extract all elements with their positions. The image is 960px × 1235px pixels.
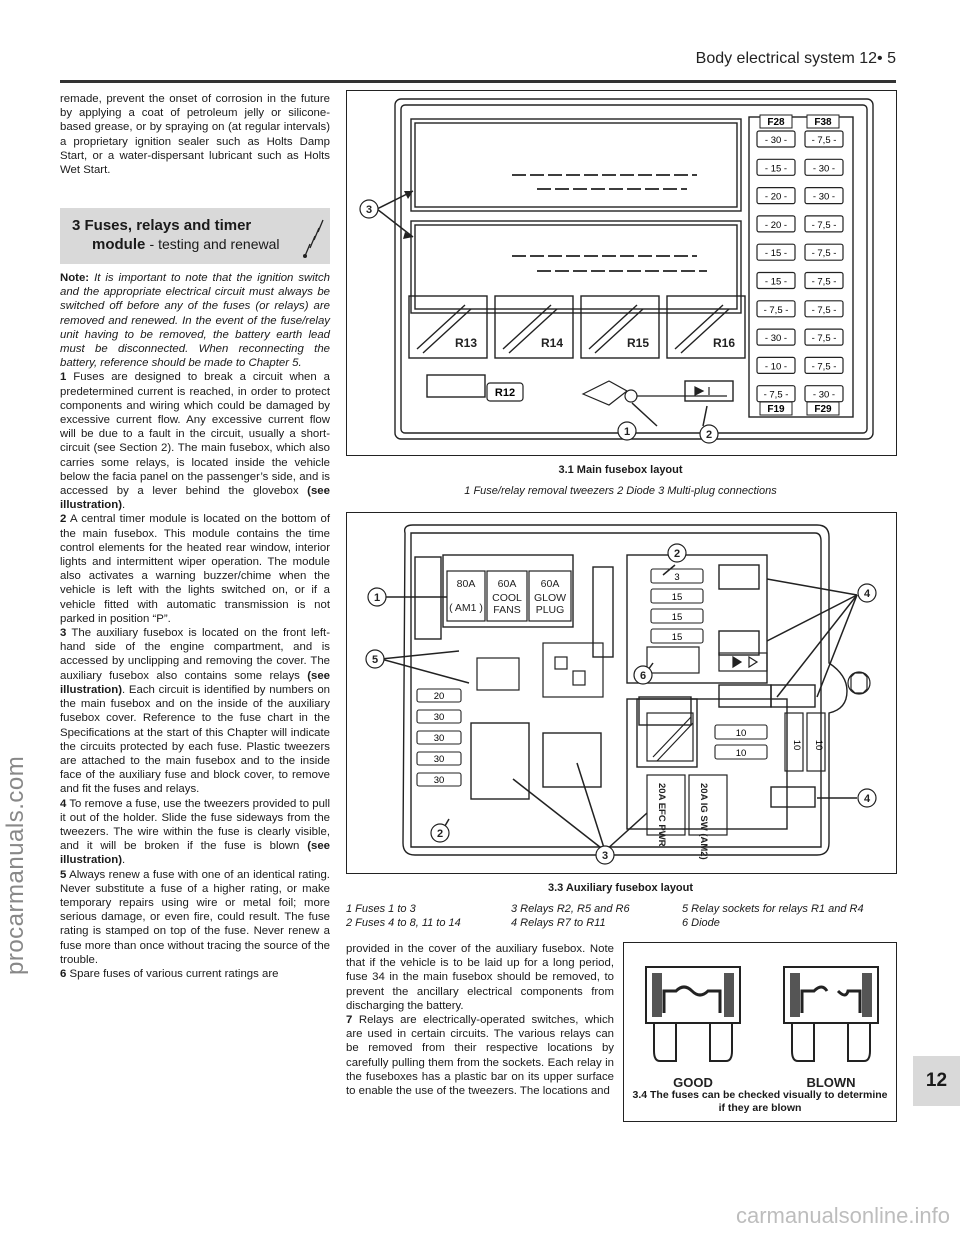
- figure-3-4-fuse-check: GOOD BLOWN 3.4 The fuses can be checked …: [623, 942, 897, 1122]
- maxi-fuse-am2: 20A IG SW (AM2): [698, 783, 709, 860]
- right-fuse-rating: - 7,5 -: [812, 361, 837, 372]
- relay-label-r16: R16: [713, 336, 735, 350]
- relay-label-r12: R12: [495, 387, 515, 399]
- left-fuse-rating: - 20 -: [765, 192, 787, 203]
- aux-small-fuse-rating: 10: [813, 740, 824, 751]
- good-label: GOOD: [673, 1075, 713, 1090]
- relay-label-r15: R15: [627, 336, 649, 350]
- aux-fuse-rating: 15: [672, 612, 683, 623]
- tag-f19: F19: [767, 404, 785, 415]
- left-column-body: Note: It is important to note that the i…: [60, 271, 330, 981]
- right-fuse-rating: - 7,5 -: [812, 220, 837, 231]
- aux-callout-2: 2: [674, 548, 680, 560]
- aux-small-fuse-rating: 10: [736, 748, 747, 759]
- aux-callout-4: 4: [864, 588, 871, 600]
- aux-fuse-rating: 30: [434, 733, 445, 744]
- aux-callout-1: 1: [374, 592, 380, 604]
- paragraph-6-cont: provided in the cover of the auxiliary f…: [346, 943, 614, 1012]
- aux-callout-3: 3: [602, 850, 608, 862]
- aux-fuse-rating: 20: [434, 691, 445, 702]
- aux-callout-5: 5: [372, 654, 378, 666]
- left-fuse-rating: - 30 -: [765, 333, 787, 344]
- right-fuse-rating: - 7,5 -: [812, 277, 837, 288]
- aux-small-fuse-rating: 10: [736, 728, 747, 739]
- left-fuse-rating: - 7,5 -: [764, 390, 789, 401]
- paragraph-2: 2 A central timer module is located on t…: [60, 513, 330, 625]
- aux-fuse-rating: 3: [674, 572, 679, 583]
- relay-label-r14: R14: [541, 336, 563, 350]
- left-fuse-rating: - 15 -: [765, 163, 787, 174]
- chapter-tab: 12: [913, 1056, 960, 1106]
- aux-fuse-rating: 15: [672, 632, 683, 643]
- figure-3-4-caption: 3.4 The fuses can be checked visually to…: [632, 1089, 888, 1114]
- auxiliary-fusebox-diagram: 80A ( AM1 ) 60A COOL FANS 60A GLOW PLUG …: [365, 524, 877, 865]
- left-fuse-rating: - 30 -: [765, 135, 787, 146]
- right-column-body: provided in the cover of the auxiliary f…: [346, 942, 614, 1098]
- left-fuse-rating: - 20 -: [765, 220, 787, 231]
- right-fuse-rating: - 30 -: [813, 192, 835, 203]
- aux-fuse-rating: 15: [672, 592, 683, 603]
- paragraph-3: 3 The auxiliary fusebox is located on th…: [60, 627, 330, 796]
- paragraph-1: 1 Fuses are designed to break a circuit …: [60, 371, 330, 512]
- big-fuse-1-amp: 80A: [457, 578, 476, 590]
- section-heading: 3 Fuses, relays and timer module - testi…: [60, 208, 330, 264]
- right-fuse-rating: - 7,5 -: [812, 248, 837, 259]
- tag-f28: F28: [767, 117, 785, 128]
- figure-3-1-legend: 1 Fuse/relay removal tweezers 2 Diode 3 …: [464, 485, 777, 497]
- big-fuse-1-name: ( AM1 ): [449, 602, 483, 614]
- left-column: remade, prevent the onset of corrosion i…: [60, 92, 330, 177]
- aux-fuse-rating: 30: [434, 775, 445, 786]
- right-fuse-rating: - 7,5 -: [812, 305, 837, 316]
- left-fuse-rating: - 10 -: [765, 361, 787, 372]
- callout-1: 1: [624, 426, 630, 438]
- relay-label-r13: R13: [455, 336, 477, 350]
- bottom-watermark: carmanualsonline.info: [735, 1203, 950, 1228]
- right-fuse-rating: - 30 -: [813, 390, 835, 401]
- aux-fuse-rating: 30: [434, 754, 445, 765]
- tag-f29: F29: [814, 404, 832, 415]
- big-fuse-3-name: GLOW: [534, 592, 566, 604]
- paragraph-7: 7 Relays are electrically-operated switc…: [346, 1014, 614, 1098]
- paragraph-6: 6 Spare fuses of various current ratings…: [60, 967, 279, 980]
- figure-3-3-auxiliary-fusebox: 80A ( AM1 ) 60A COOL FANS 60A GLOW PLUG …: [346, 512, 897, 874]
- section-title: 3 Fuses, relays and timer module - testi…: [72, 217, 280, 253]
- aux-callout-6: 6: [640, 670, 646, 682]
- intro-paragraph: remade, prevent the onset of corrosion i…: [60, 93, 330, 177]
- fuse-check-diagram: GOOD BLOWN: [645, 966, 879, 1090]
- header-rule: [60, 80, 896, 83]
- left-fuse-rating: - 15 -: [765, 248, 787, 259]
- tag-f38: F38: [814, 117, 832, 128]
- callout-3: 3: [366, 204, 372, 216]
- maxi-fuse-efc: 20A EFC PWR: [656, 783, 667, 847]
- svg-text:PLUG: PLUG: [536, 604, 565, 616]
- paragraph-4: 4 To remove a fuse, use the tweezers pro…: [60, 797, 330, 867]
- right-fuse-rating: - 7,5 -: [812, 135, 837, 146]
- note-paragraph: Note: It is important to note that the i…: [60, 272, 330, 370]
- left-fuse-rating: - 15 -: [765, 277, 787, 288]
- big-fuse-3-amp: 60A: [541, 578, 560, 590]
- left-fuse-rating: - 7,5 -: [764, 305, 789, 316]
- difficulty-wrench-icon: [303, 219, 324, 258]
- page-header: Body electrical system 12• 5: [695, 50, 896, 67]
- svg-text:FANS: FANS: [493, 604, 520, 616]
- aux-small-fuse-rating: 10: [791, 740, 802, 751]
- main-fusebox-diagram: - 30 - - 7,5 - - 15 - - 30 - - 20 - - 30 - - 2…: [359, 98, 874, 444]
- aux-callout-4b: 4: [864, 793, 871, 805]
- figure-3-3-caption: 3.3 Auxiliary fusebox layout: [547, 882, 694, 894]
- blown-label: BLOWN: [806, 1075, 855, 1090]
- aux-fuse-rating: 30: [434, 712, 445, 723]
- callout-2: 2: [706, 429, 712, 441]
- right-fuse-rating: - 7,5 -: [812, 333, 837, 344]
- big-fuse-2-name: COOL: [492, 592, 522, 604]
- aux-callout-2b: 2: [437, 828, 443, 840]
- right-fuse-rating: - 30 -: [813, 163, 835, 174]
- big-fuse-2-amp: 60A: [498, 578, 517, 590]
- figure-3-1-caption: 3.1 Main fusebox layout: [558, 464, 683, 476]
- paragraph-5: 5 Always renew a fuse with one of an ide…: [60, 868, 330, 966]
- side-watermark: procarmanuals.com: [2, 755, 29, 975]
- figure-3-1-main-fusebox: - 30 - - 7,5 - - 15 - - 30 - - 20 - - 30 - - 2…: [346, 90, 897, 456]
